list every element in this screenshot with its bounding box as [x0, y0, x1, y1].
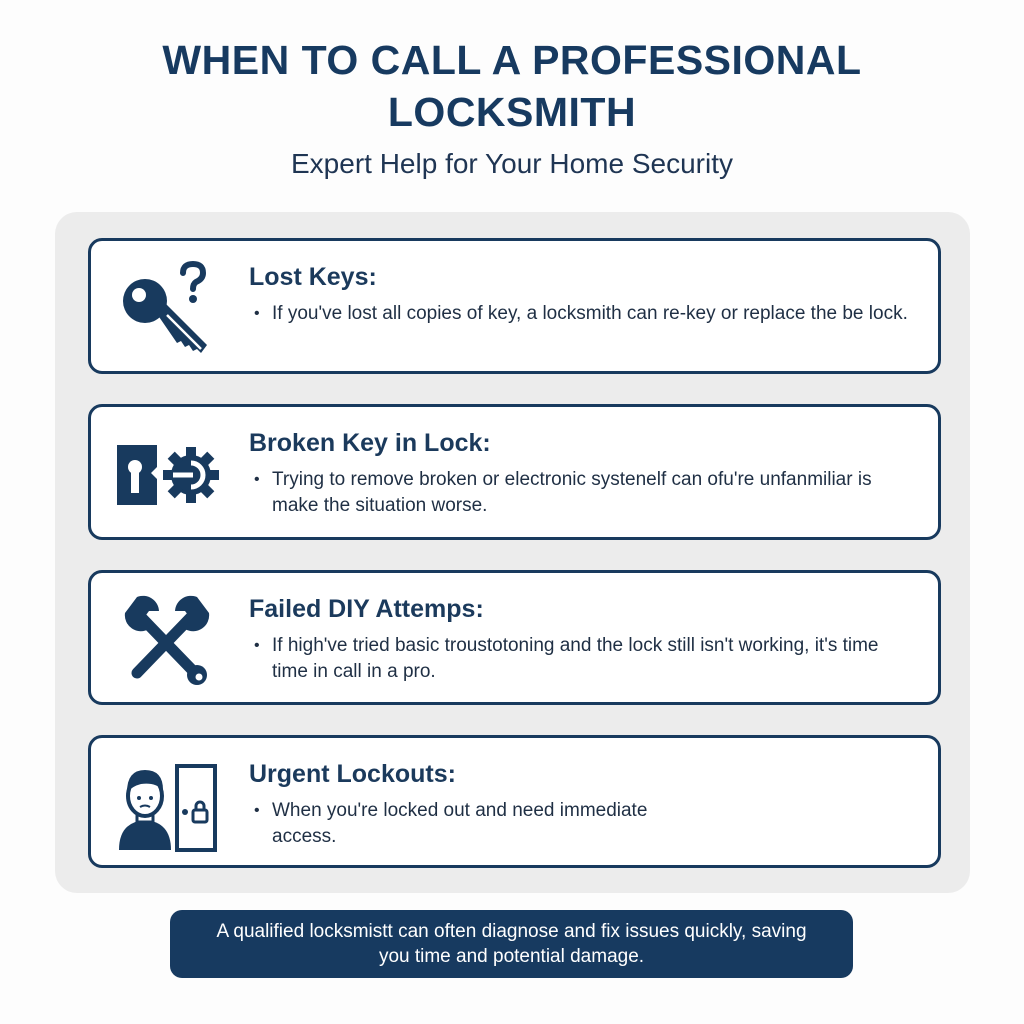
title-line-1: WHEN TO CALL A PROFESSIONAL — [162, 37, 862, 83]
footer-text: A qualified locksmistt can often diagnos… — [216, 921, 807, 967]
person-locked-door-icon — [115, 756, 221, 856]
footer-banner: A qualified locksmistt can often diagnos… — [170, 910, 853, 978]
card-urgent-lockouts: Urgent Lockouts: When you're locked out … — [88, 735, 941, 868]
card-heading: Urgent Lockouts: — [249, 760, 456, 788]
card-broken-key: Broken Key in Lock: Trying to remove bro… — [88, 404, 941, 540]
card-bullet: If you've lost all copies of key, a lock… — [254, 301, 918, 327]
crossed-wrenches-icon — [117, 591, 217, 691]
page-title: WHEN TO CALL A PROFESSIONAL LOCKSMITH — [0, 34, 1024, 138]
card-lost-keys: Lost Keys: If you've lost all copies of … — [88, 238, 941, 374]
card-bullet: Trying to remove broken or electronic sy… — [254, 467, 918, 519]
card-bullet: When you're locked out and need immediat… — [254, 798, 678, 850]
card-failed-diy: Failed DIY Attemps: If high've tried bas… — [88, 570, 941, 705]
card-bullet: If high've tried basic troustotoning and… — [254, 633, 918, 685]
card-heading: Failed DIY Attemps: — [249, 595, 484, 623]
keyhole-gear-icon — [115, 425, 225, 525]
key-question-icon — [117, 259, 217, 359]
page-subtitle: Expert Help for Your Home Security — [291, 148, 733, 179]
title-line-2: LOCKSMITH — [387, 89, 637, 135]
card-heading: Broken Key in Lock: — [249, 429, 491, 457]
card-heading: Lost Keys: — [249, 263, 377, 291]
